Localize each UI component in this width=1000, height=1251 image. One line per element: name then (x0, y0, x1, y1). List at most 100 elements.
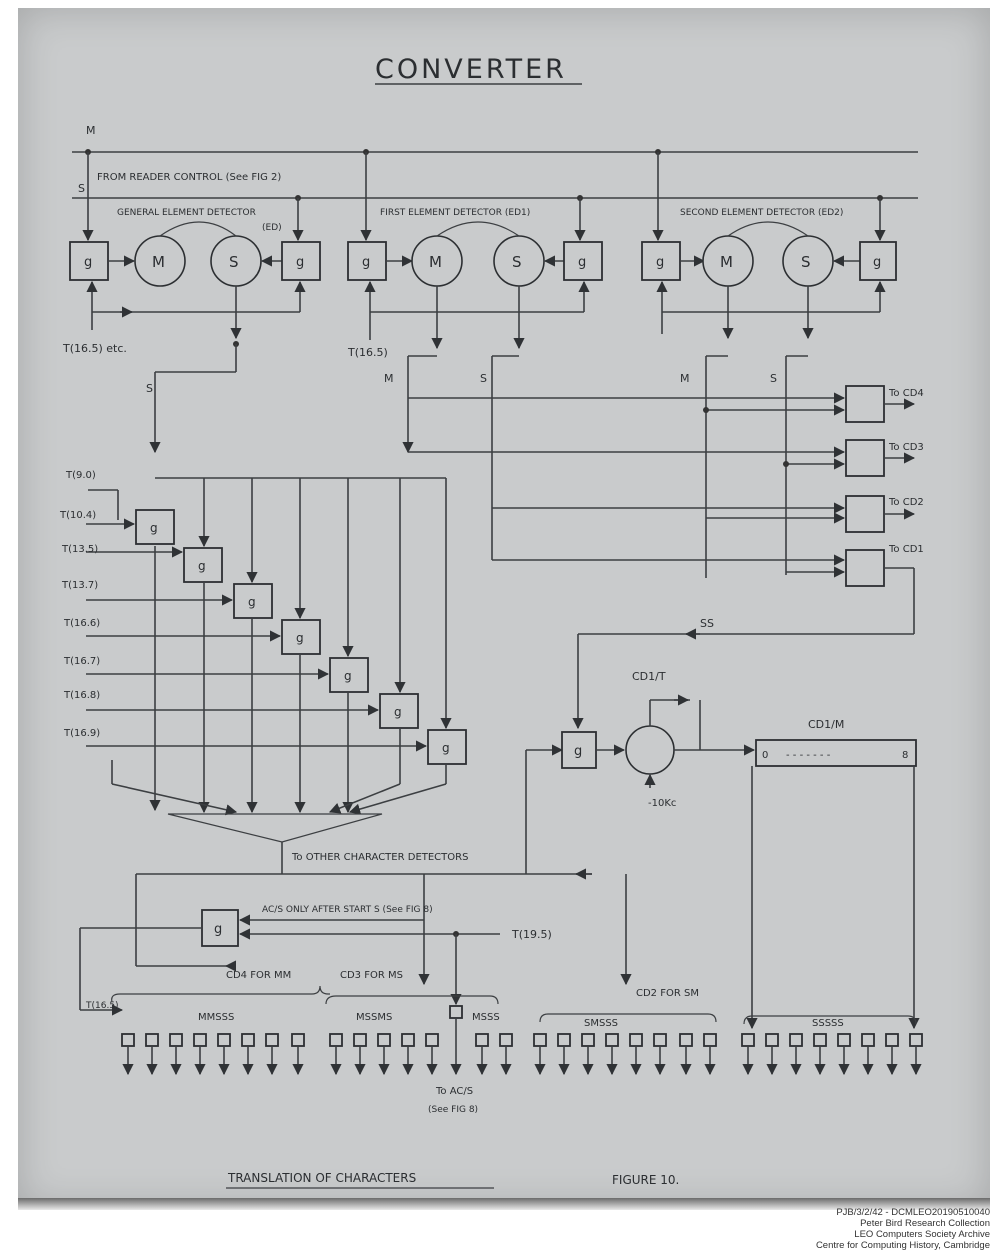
cd-output-label: To CD1 (888, 544, 924, 555)
group-label: MSSMS (356, 1012, 392, 1023)
gate-label: g (362, 255, 370, 270)
cd1t-circle (625, 725, 675, 775)
timing-label: T(16.9) (63, 728, 100, 739)
cd-output-label: To CD4 (888, 388, 924, 399)
timing-label: T(16.8) (63, 690, 100, 701)
cd3-label: CD3 FOR MS (340, 970, 403, 981)
terminal-box (145, 1033, 159, 1047)
element-s-label: S (512, 253, 522, 271)
detector-label: FIRST ELEMENT DETECTOR (ED1) (380, 208, 530, 218)
gate-label: g (84, 255, 92, 270)
gate-box (281, 619, 321, 655)
gate-box (201, 909, 239, 947)
group-label: SMSSS (584, 1018, 618, 1029)
gate-box (69, 241, 109, 281)
sheet-shadow (18, 1198, 990, 1210)
gate-label: g (296, 631, 304, 645)
terminal-box (169, 1033, 183, 1047)
terminal-box (653, 1033, 667, 1047)
brace (325, 995, 499, 1005)
archive-line: Peter Bird Research Collection (860, 1218, 990, 1229)
timing-label: T(9.0) (65, 470, 96, 481)
gate-label: g (248, 595, 256, 609)
detector-label: SECOND ELEMENT DETECTOR (ED2) (680, 208, 843, 218)
cd1m-first: 0 (762, 750, 768, 761)
brace (111, 985, 330, 1003)
detector-ed: g M S g (69, 152, 321, 454)
terminal-box (329, 1033, 343, 1047)
gate-box (329, 657, 369, 693)
element-s-label: S (229, 253, 239, 271)
cd1m-dots: - - - - - - - (786, 750, 831, 761)
terminal-box (629, 1033, 643, 1047)
gate-label: g (198, 559, 206, 573)
cd1m-last: 8 (902, 750, 908, 761)
output-s-label: S (480, 372, 487, 385)
gate-box (379, 693, 419, 729)
terminal-box (377, 1033, 391, 1047)
cd-gate-box (845, 385, 885, 423)
gate-box (347, 241, 387, 281)
output-m-label: M (384, 372, 394, 385)
other-detectors-label: To OTHER CHARACTER DETECTORS (291, 852, 468, 863)
gate-label: g (574, 744, 582, 759)
terminal-box (217, 1033, 231, 1047)
terminal-box (353, 1033, 367, 1047)
gate-label: g (442, 741, 450, 755)
gate-box (859, 241, 897, 281)
terminal-box (425, 1033, 439, 1047)
gate-label: g (150, 521, 158, 535)
output-terminals (121, 1033, 923, 1076)
caption-left: TRANSLATION OF CHARACTERS (227, 1171, 416, 1185)
element-m-label: M (720, 253, 733, 271)
ss-label: SS (700, 617, 714, 630)
see-fig8-label: (See FIG 8) (428, 1105, 478, 1115)
terminal-box (813, 1033, 827, 1047)
cd1-counter: g (561, 694, 920, 1030)
terminal-box (885, 1033, 899, 1047)
terminal-box (861, 1033, 875, 1047)
brace (539, 1013, 717, 1023)
cd-output-label: To CD2 (888, 497, 924, 508)
terminal-box (291, 1033, 305, 1047)
caption-right: FIGURE 10. (612, 1173, 679, 1187)
gate-box (135, 509, 175, 545)
archive-line: Centre for Computing History, Cambridge (815, 1240, 990, 1251)
terminal-box (265, 1033, 279, 1047)
from-reader-label: FROM READER CONTROL (See FIG 2) (97, 172, 281, 183)
gate-label: g (344, 669, 352, 683)
acs-terminal (449, 1005, 463, 1019)
output-m-label: M (680, 372, 690, 385)
terminal-box (741, 1033, 755, 1047)
gate-box (233, 583, 273, 619)
element-m-label: M (152, 253, 165, 271)
cd2-label: CD2 FOR SM (636, 988, 699, 999)
timing-ladder: g g g g g g g (86, 477, 592, 972)
timing-label: T(16.7) (63, 656, 100, 667)
diagram-title: CONVERTER (375, 54, 567, 85)
gate-box (183, 547, 223, 583)
archive-line: LEO Computers Society Archive (854, 1229, 990, 1240)
gate-label: g (873, 255, 881, 270)
brace (743, 1015, 917, 1025)
terminal-box (401, 1033, 415, 1047)
terminal-box (533, 1033, 547, 1047)
gate-label: g (214, 922, 222, 937)
minus10kc-label: -10Kc (648, 798, 676, 809)
timing-label: T(16.6) (63, 618, 100, 629)
element-m-label: M (429, 253, 442, 271)
terminal-box (679, 1033, 693, 1047)
cd-gate-box (845, 549, 885, 587)
terminal-box (703, 1033, 717, 1047)
group-label: MSSS (472, 1012, 500, 1023)
element-s-label: S (801, 253, 811, 271)
terminal-box (605, 1033, 619, 1047)
detector-code: (ED) (262, 223, 282, 233)
terminal-box (193, 1033, 207, 1047)
gate-box (641, 241, 681, 281)
photo-sheet (18, 8, 990, 1208)
gate-box (563, 241, 603, 281)
output-s-label: S (770, 372, 777, 385)
cd-gates (402, 385, 916, 730)
